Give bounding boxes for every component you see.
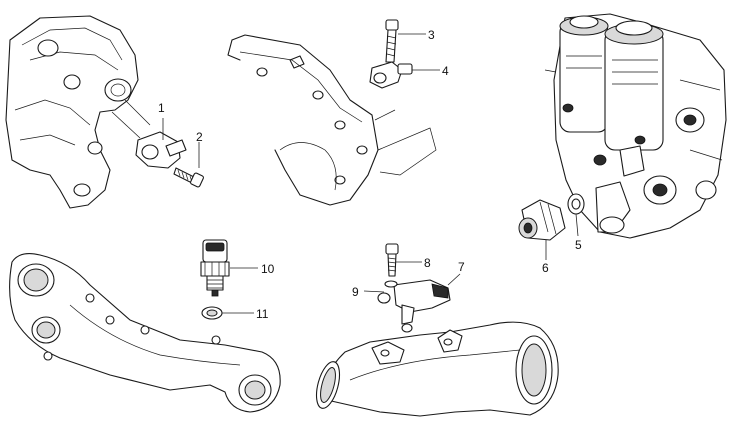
callout-9: 9 — [352, 285, 359, 299]
cover-bolt — [385, 19, 399, 63]
sealing-ring — [567, 193, 585, 215]
bracket-bolt — [173, 167, 204, 188]
intake-manifold — [315, 321, 559, 417]
coolant-pipe — [9, 253, 281, 413]
sensor-bracket — [135, 131, 187, 169]
oil-filter-housing — [544, 13, 727, 239]
boost-pressure-sensor — [377, 279, 451, 333]
sensor-seal-washer — [201, 306, 223, 320]
coolant-temperature-sensor — [200, 239, 230, 297]
sensor-bolt — [385, 243, 399, 277]
oil-pressure-sensor — [518, 199, 566, 241]
callout-8: 8 — [424, 256, 431, 270]
cover-sensor — [369, 61, 413, 89]
sensor-washer — [384, 280, 398, 288]
callout-11: 11 — [256, 307, 269, 321]
callout-5: 5 — [575, 238, 582, 252]
leader-lines — [162, 33, 579, 314]
engine-block-casting — [5, 15, 151, 209]
timing-cover — [227, 34, 437, 206]
callout-3: 3 — [428, 28, 435, 42]
callouts: 1 2 3 4 5 6 7 8 9 10 11 — [158, 28, 582, 321]
callout-4: 4 — [442, 64, 449, 78]
callout-1: 1 — [158, 101, 165, 115]
callout-6: 6 — [542, 261, 549, 275]
callout-2: 2 — [196, 130, 203, 144]
callout-7: 7 — [458, 260, 465, 274]
callout-10: 10 — [261, 262, 275, 276]
